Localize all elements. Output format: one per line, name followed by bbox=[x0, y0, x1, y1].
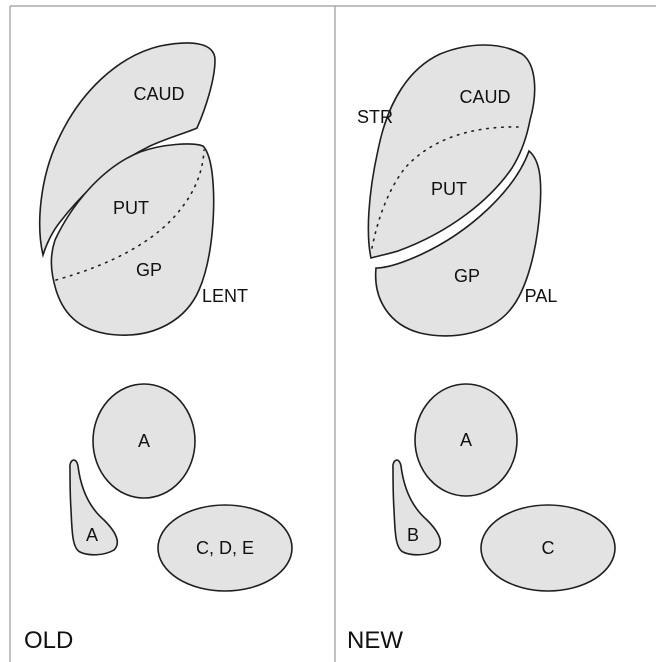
old-small-a-shape bbox=[69, 459, 119, 556]
old-cde-ellipse bbox=[157, 504, 293, 592]
new-c-ellipse bbox=[480, 504, 616, 592]
new-small-b-shape bbox=[392, 459, 442, 556]
new-panel-title: NEW bbox=[347, 627, 403, 654]
old-upper-a-label: A bbox=[138, 431, 150, 451]
old-small-a-label: A bbox=[86, 525, 98, 545]
new-str-label: STR bbox=[357, 107, 393, 127]
old-upper-a-ellipse bbox=[92, 383, 196, 499]
new-striatum-shape bbox=[367, 44, 536, 260]
old-lentiform-shape bbox=[50, 143, 215, 336]
old-put-gp-boundary bbox=[55, 149, 205, 281]
new-pallidum-shape bbox=[374, 149, 542, 337]
old-lent-label: LENT bbox=[202, 286, 248, 306]
new-gp-label: GP bbox=[454, 266, 480, 286]
old-cde-label: C, D, E bbox=[196, 538, 254, 558]
new-c-label: C bbox=[542, 538, 555, 558]
old-panel-title: OLD bbox=[24, 627, 73, 654]
new-caud-label: CAUD bbox=[459, 87, 510, 107]
new-upper-a-ellipse bbox=[414, 383, 518, 497]
panel-new: STR CAUD PUT GP PAL A B C NEW bbox=[347, 44, 616, 654]
old-put-label: PUT bbox=[113, 198, 149, 218]
panel-old: CAUD PUT GP LENT A A C, D, E OLD bbox=[24, 42, 293, 654]
old-gp-label: GP bbox=[136, 260, 162, 280]
new-put-label: PUT bbox=[431, 179, 467, 199]
new-caud-put-boundary bbox=[371, 126, 519, 249]
old-caud-label: CAUD bbox=[133, 84, 184, 104]
new-upper-a-label: A bbox=[460, 430, 472, 450]
new-small-b-label: B bbox=[407, 525, 419, 545]
new-pal-label: PAL bbox=[525, 286, 558, 306]
panel-frame bbox=[9, 5, 656, 662]
